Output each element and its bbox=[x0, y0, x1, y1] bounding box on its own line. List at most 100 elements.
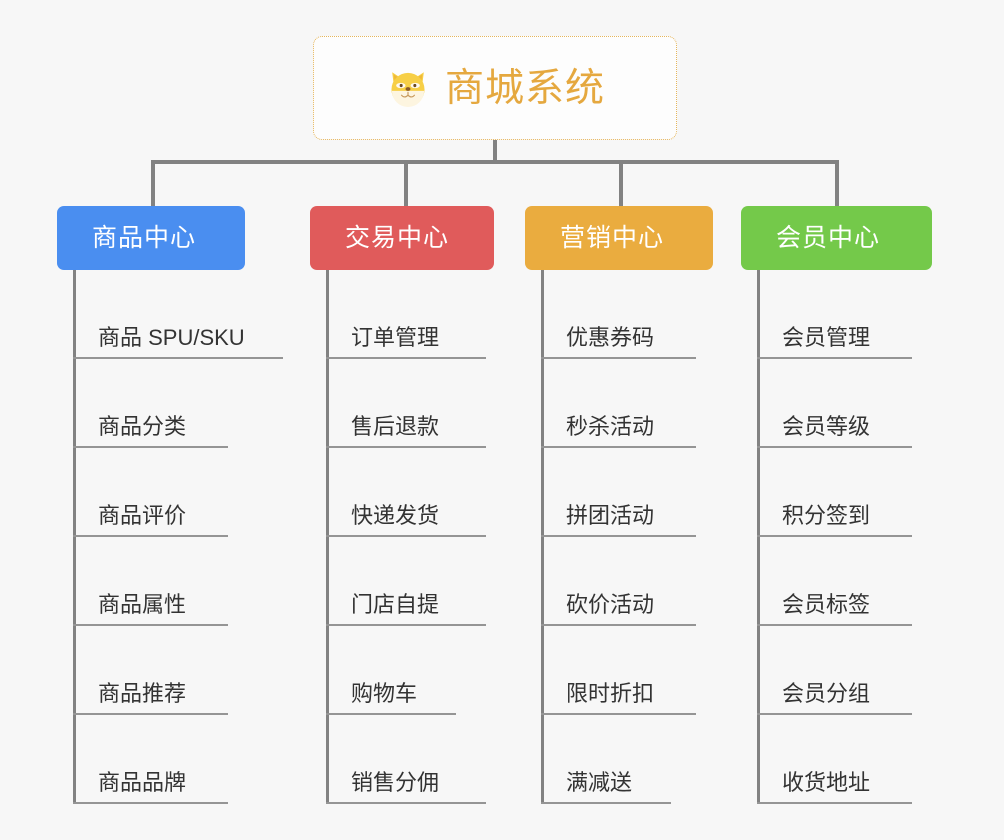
connector-drop-2 bbox=[404, 160, 408, 208]
leaf-underline bbox=[326, 535, 486, 537]
connector-spine-member-center bbox=[757, 270, 760, 804]
category-card-member-center[interactable]: 会员中心 bbox=[741, 206, 932, 270]
category-column-product-center: 商品中心商品 SPU/SKU 商品分类商品评价商品属性商品推荐商品品牌 bbox=[57, 206, 283, 804]
leaf-underline bbox=[541, 624, 696, 626]
category-column-trade-center: 交易中心订单管理售后退款快递发货门店自提购物车销售分佣 bbox=[310, 206, 500, 804]
leaf-item[interactable]: 商品推荐 bbox=[57, 626, 247, 715]
leaf-item[interactable]: 秒杀活动 bbox=[525, 359, 715, 448]
category-column-member-center: 会员中心会员管理会员等级积分签到会员标签会员分组收货地址 bbox=[741, 206, 932, 804]
connector-spine-marketing-center bbox=[541, 270, 544, 804]
root-node[interactable]: 商城系统 bbox=[313, 36, 677, 140]
category-label: 营销中心 bbox=[560, 223, 665, 252]
leaf-item[interactable]: 销售分佣 bbox=[310, 715, 500, 804]
leaf-item[interactable]: 商品 SPU/SKU bbox=[57, 270, 283, 359]
leaf-label: 满减送 bbox=[566, 769, 633, 795]
leaf-underline bbox=[326, 357, 486, 359]
category-card-marketing-center[interactable]: 营销中心 bbox=[525, 206, 713, 270]
leaf-underline bbox=[541, 535, 696, 537]
leaf-item[interactable]: 商品品牌 bbox=[57, 715, 247, 804]
leaf-label: 商品分类 bbox=[98, 413, 187, 439]
leaf-label: 商品评价 bbox=[98, 502, 187, 528]
leaf-label: 拼团活动 bbox=[566, 502, 655, 528]
leaf-underline bbox=[73, 357, 283, 359]
leaf-item[interactable]: 收货地址 bbox=[741, 715, 931, 804]
leaf-list-member-center: 会员管理会员等级积分签到会员标签会员分组收货地址 bbox=[741, 270, 931, 804]
leaf-item[interactable]: 满减送 bbox=[525, 715, 715, 804]
leaf-label: 砍价活动 bbox=[566, 591, 655, 617]
leaf-underline bbox=[757, 357, 912, 359]
category-column-marketing-center: 营销中心优惠券码秒杀活动拼团活动砍价活动限时折扣满减送 bbox=[525, 206, 715, 804]
root-title: 商城系统 bbox=[444, 66, 605, 110]
leaf-list-marketing-center: 优惠券码秒杀活动拼团活动砍价活动限时折扣满减送 bbox=[525, 270, 715, 804]
leaf-label: 会员管理 bbox=[782, 324, 871, 350]
leaf-item[interactable]: 优惠券码 bbox=[525, 270, 715, 359]
leaf-label: 秒杀活动 bbox=[566, 413, 655, 439]
leaf-item[interactable]: 会员分组 bbox=[741, 626, 931, 715]
category-label: 商品中心 bbox=[92, 223, 197, 252]
connector-drop-3 bbox=[619, 160, 623, 208]
leaf-underline bbox=[73, 446, 228, 448]
leaf-underline bbox=[541, 802, 671, 804]
leaf-label: 限时折扣 bbox=[566, 680, 655, 706]
leaf-underline bbox=[541, 713, 696, 715]
connector-trunk-bar bbox=[151, 160, 839, 164]
leaf-list-product-center: 商品 SPU/SKU 商品分类商品评价商品属性商品推荐商品品牌 bbox=[57, 270, 283, 804]
connector-spine-trade-center bbox=[326, 270, 329, 804]
connector-drop-1 bbox=[151, 160, 155, 208]
leaf-item[interactable]: 砍价活动 bbox=[525, 537, 715, 626]
leaf-item[interactable]: 会员等级 bbox=[741, 359, 931, 448]
leaf-underline bbox=[541, 446, 696, 448]
leaf-underline bbox=[757, 624, 912, 626]
category-card-trade-center[interactable]: 交易中心 bbox=[310, 206, 494, 270]
leaf-underline bbox=[326, 624, 486, 626]
leaf-item[interactable]: 限时折扣 bbox=[525, 626, 715, 715]
shiba-dog-face-icon bbox=[391, 72, 425, 107]
leaf-underline bbox=[73, 624, 228, 626]
leaf-item[interactable]: 门店自提 bbox=[310, 537, 500, 626]
leaf-underline bbox=[541, 357, 696, 359]
leaf-underline bbox=[757, 535, 912, 537]
leaf-label: 积分签到 bbox=[782, 502, 871, 528]
leaf-label: 商品品牌 bbox=[98, 769, 187, 795]
leaf-item[interactable]: 拼团活动 bbox=[525, 448, 715, 537]
connector-spine-product-center bbox=[73, 270, 76, 804]
leaf-label: 优惠券码 bbox=[566, 324, 655, 350]
leaf-underline bbox=[757, 802, 912, 804]
leaf-label: 快递发货 bbox=[351, 502, 440, 528]
leaf-list-trade-center: 订单管理售后退款快递发货门店自提购物车销售分佣 bbox=[310, 270, 500, 804]
category-label: 交易中心 bbox=[345, 223, 450, 252]
leaf-label: 购物车 bbox=[351, 680, 418, 706]
leaf-item[interactable]: 会员管理 bbox=[741, 270, 931, 359]
leaf-underline bbox=[73, 535, 228, 537]
leaf-underline bbox=[757, 446, 912, 448]
leaf-label: 订单管理 bbox=[351, 324, 440, 350]
connector-root-stem bbox=[493, 140, 497, 162]
leaf-item[interactable]: 积分签到 bbox=[741, 448, 931, 537]
leaf-label: 商品 SPU/SKU bbox=[98, 324, 245, 350]
leaf-underline bbox=[326, 713, 456, 715]
leaf-underline bbox=[757, 713, 912, 715]
leaf-underline bbox=[73, 802, 228, 804]
connector-drop-4 bbox=[835, 160, 839, 208]
leaf-label: 销售分佣 bbox=[351, 769, 440, 795]
leaf-label: 会员分组 bbox=[782, 680, 871, 706]
leaf-label: 会员等级 bbox=[782, 413, 871, 439]
leaf-item[interactable]: 购物车 bbox=[310, 626, 500, 715]
leaf-item[interactable]: 商品属性 bbox=[57, 537, 247, 626]
leaf-item[interactable]: 售后退款 bbox=[310, 359, 500, 448]
leaf-item[interactable]: 商品评价 bbox=[57, 448, 247, 537]
leaf-item[interactable]: 订单管理 bbox=[310, 270, 500, 359]
leaf-label: 门店自提 bbox=[351, 591, 440, 617]
leaf-item[interactable]: 会员标签 bbox=[741, 537, 931, 626]
category-label: 会员中心 bbox=[776, 223, 881, 252]
category-card-product-center[interactable]: 商品中心 bbox=[57, 206, 245, 270]
leaf-label: 商品推荐 bbox=[98, 680, 187, 706]
leaf-item[interactable]: 快递发货 bbox=[310, 448, 500, 537]
leaf-underline bbox=[326, 446, 486, 448]
leaf-item[interactable]: 商品分类 bbox=[57, 359, 247, 448]
leaf-underline bbox=[326, 802, 486, 804]
leaf-underline bbox=[73, 713, 228, 715]
leaf-label: 售后退款 bbox=[351, 413, 440, 439]
leaf-label: 收货地址 bbox=[782, 769, 871, 795]
